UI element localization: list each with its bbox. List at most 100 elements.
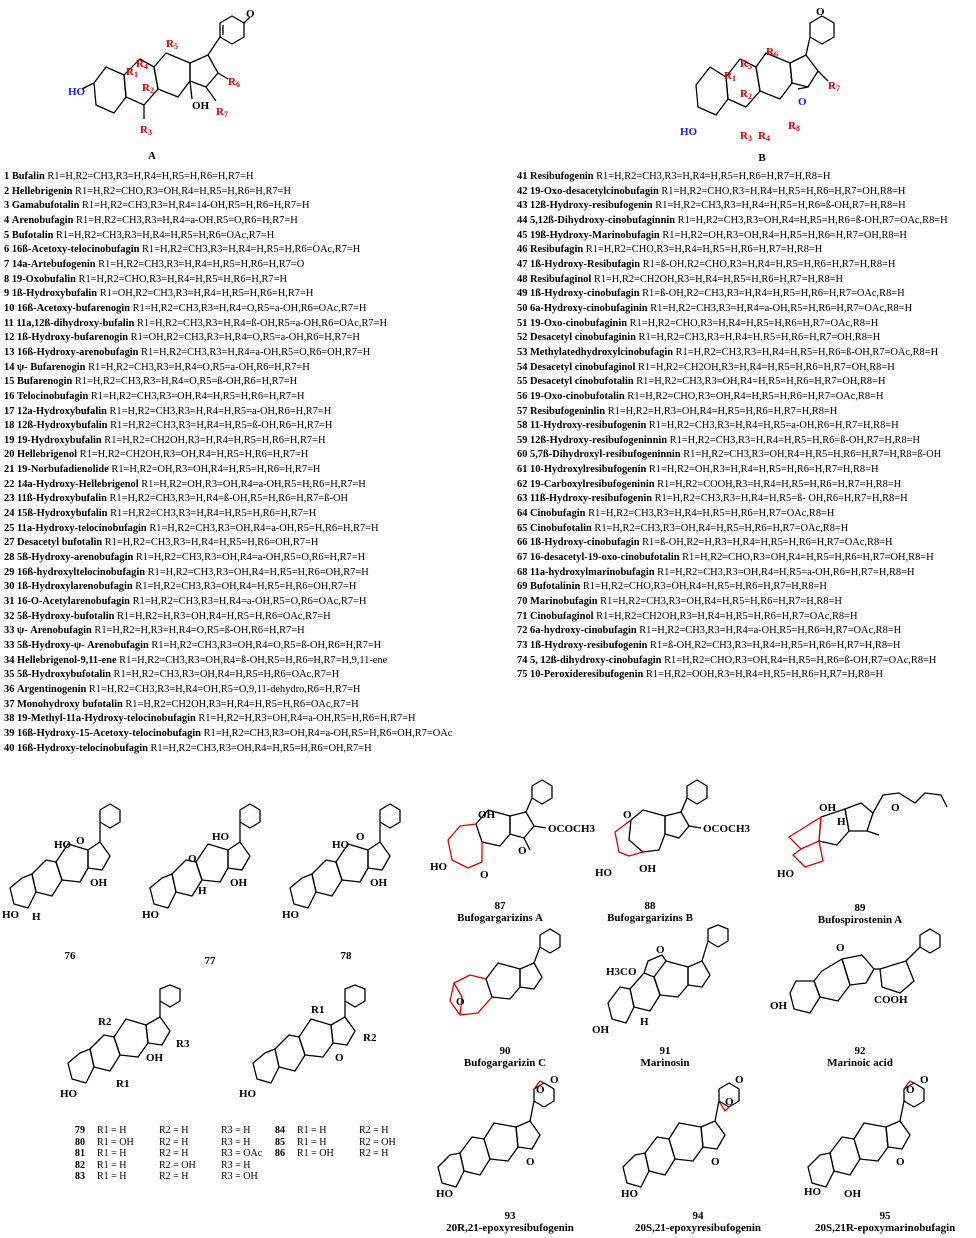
compound-substituents: R1=ß-OH,R2=CH3,R3=H,R4=H,R5=H,R6=H,R7=H,… xyxy=(650,640,901,651)
svg-text:O: O xyxy=(891,802,900,814)
compound-number: 61 xyxy=(517,464,528,476)
compound-list-row: 71 Cinobufaginol R1=H,R2=CH2OH,R3=H,R4=H… xyxy=(517,610,948,625)
compound-list-row: 28 5ß-Hydroxy-arenobufagin R1=H,R2=CH3,R… xyxy=(4,551,452,566)
compound-name: Hellebrigenol-9,11-ene xyxy=(17,654,117,666)
compound-substituents: R1=OH,R2=CH3,R3=H,R4=O,R5=a-OH,R6=H,R7=H xyxy=(130,332,360,344)
svg-text:O: O xyxy=(906,1084,915,1096)
compound-84-86-structure: R1 R2 O HO xyxy=(239,984,377,1100)
compound-number: 70 xyxy=(517,596,528,608)
substituent-value: R1 = H xyxy=(97,1159,127,1171)
compound-name: 14a-Artebufogenin xyxy=(11,258,96,270)
compound-79-83-structure: R2 R3 OH HO R1 xyxy=(60,984,190,1100)
svg-text:HO: HO xyxy=(212,831,230,843)
compound-list-row: 47 1ß-Hydroxy-Resibufagin R1=ß-OH,R2=CHO… xyxy=(517,258,948,273)
compound-substituents: R1=H,R2=CHO,R3=H,R4=H,R5=H,R6=H,R7=H,R8=… xyxy=(585,244,823,256)
compound-name: 16ß-Hydroxy-15-Acetoxy-telocinobufagin xyxy=(17,727,201,739)
compound-88-name: Bufogargarizins B xyxy=(607,912,693,924)
svg-text:O: O xyxy=(335,1052,344,1064)
compound-substituents: R1=H,R2=CH2OH,R3=H,R4=H,R5=H,R6=OAc,R7=H xyxy=(125,698,359,710)
compound-list-row: 60 5,7ß-Dihydroxyl-resibufogeninnin R1=H… xyxy=(517,448,948,463)
compound-substituents: R1=H,R2=CH3,R3=H,R4=H,R5=H,R6=H,R7=O xyxy=(98,258,305,270)
compound-number: 12 xyxy=(4,332,15,344)
compound-number: 58 xyxy=(517,420,528,432)
compound-number: 73 xyxy=(517,640,528,651)
svg-text:H: H xyxy=(640,1016,649,1028)
svg-text:COOH: COOH xyxy=(874,994,908,1006)
compound-list-row: 38 19-Methyl-11a-Hydroxy-telocinobufagin… xyxy=(4,712,452,727)
compound-list-row: 63 11ß-Hydroxy-resibufogenin R1=H,R2=CH3… xyxy=(517,492,948,507)
compound-list-row: 21 19-Norbufadienolide R1=H,R2=OH,R3=OH,… xyxy=(4,463,452,478)
compound-list-row: 18 12ß-Hydroxybufalin R1=H,R2=CH3,R3=H,R… xyxy=(4,419,452,434)
compound-substituents: R1=H,R2=CH3,R3=OH,R4=H,R5=H,R6=H,R7=H xyxy=(90,390,305,402)
compound-number: 9 xyxy=(4,288,10,300)
compound-name: ψ- Bufarenogin xyxy=(17,361,86,373)
compound-list-row: 49 1ß-Hydroxy-cinobufagin R1=ß-OH,R2=CH3… xyxy=(517,287,948,302)
compound-number: 10 xyxy=(4,302,15,314)
label-r5: R5 xyxy=(740,58,752,71)
compound-list-row: 33 5ß-Hydroxy-ψ- Arenobufagin R1=H,R2=CH… xyxy=(4,639,452,654)
compound-number: 30 xyxy=(4,581,15,593)
compound-list-b: 41 Resibufogenin R1=H,R2=CH3,R3=H,R4=H,R… xyxy=(517,170,948,683)
compound-list-row: 44 5,12ß-Dihydroxy-cinobufaginnin R1=H,R… xyxy=(517,214,948,229)
label-r2: R2 xyxy=(740,88,752,101)
compound-number: 40 xyxy=(4,742,15,754)
compound-number: 4 xyxy=(4,214,10,226)
compound-substituents: R1=H,R2=CH3,R3=H,R4=H,R5=a-OH,R6=H,R7=H xyxy=(109,405,332,417)
compound-list-row: 30 1ß-Hydroxylarenobufagin R1=H,R2=CH3,R… xyxy=(4,580,452,595)
compound-number: 55 xyxy=(517,376,528,388)
compound-90-name: Bufogargarizin C xyxy=(463,1057,547,1069)
compound-number: 7 xyxy=(4,258,10,270)
compound-number: 54 xyxy=(517,361,528,373)
compound-list-row: 74 5, 12ß-dihydroxy-cinobufagin R1=H,R2=… xyxy=(517,654,948,669)
compound-number: 69 xyxy=(517,581,528,593)
svg-text:HO: HO xyxy=(332,839,350,851)
compound-number: 60 xyxy=(517,449,528,461)
compound-name: Arenobufagin xyxy=(11,214,74,226)
compound-substituents: R1=H,R2=CH3,R3=OH,R4=H,R5=H,R6=H,R7=H,R8… xyxy=(600,596,842,608)
svg-text:R2: R2 xyxy=(363,1032,377,1044)
compound-list-row: 6 16ß-Acetoxy-telocinobufagin R1=H,R2=CH… xyxy=(4,243,452,258)
svg-text:HO: HO xyxy=(595,867,613,879)
compound-list-row: 1 Bufalin R1=H,R2=CH3,R3=H,R4=H,R5=H,R6=… xyxy=(4,170,452,185)
svg-text:OH: OH xyxy=(770,1000,788,1012)
compound-name: Bufarenogin xyxy=(17,376,73,388)
substituent-value: R1 = H xyxy=(97,1171,127,1182)
label-r4: R4 xyxy=(758,130,770,143)
compound-substituents: R1=H,R2=CHO,R3=H,R4=H,R5=H,R6=H,R7=OH,R8… xyxy=(661,185,906,197)
compound-number: 49 xyxy=(517,288,528,300)
svg-text:R1: R1 xyxy=(116,1078,129,1090)
compound-name: 1ß-Hydroxy-cinobufagin xyxy=(530,288,640,300)
svg-text:OH: OH xyxy=(146,1052,164,1064)
compound-substituents: R1=H,R2=CH3,R3=OH,R4=H,R5=H,R6=H,R7=H,R8… xyxy=(683,449,942,461)
compound-89-structure: OH HO O H xyxy=(777,792,948,880)
compound-name: Argentinogenin xyxy=(17,683,87,695)
compound-87-name: Bufogargarizins A xyxy=(457,912,543,924)
compound-name: 1ß-Hydroxy-cinobufagin xyxy=(530,537,640,549)
substituent-value: R2 = H xyxy=(159,1136,189,1148)
compound-name: 1ß-Hydroxybufalin xyxy=(11,288,98,300)
compound-list-row: 3 Gamabufotalin R1=H,R2=CH3,R3=H,R4=14-O… xyxy=(4,199,452,214)
compound-name: 5ß-Hydroxy-arenobufagin xyxy=(17,552,134,564)
compound-name: 16-desacetyl-19-oxo-cinobufotalin xyxy=(530,552,680,564)
svg-text:H: H xyxy=(198,885,207,897)
compound-substituents: R1=H,R2=CH3,R3=H,R4=H,R5=ß- OH,R6=H,R7=H… xyxy=(654,493,908,505)
compound-number: 79 xyxy=(75,1125,85,1136)
svg-text:O: O xyxy=(356,831,365,843)
svg-text:H3CO: H3CO xyxy=(606,966,637,978)
label-r6: R6 xyxy=(228,76,240,89)
compound-name: 19-Oxobufalin xyxy=(11,273,76,285)
compound-name: Monohydroxy bufotalin xyxy=(17,698,123,710)
svg-text:OH: OH xyxy=(478,809,496,821)
compound-number: 8 xyxy=(4,273,10,285)
compound-list-row: 10 16ß-Acetoxy-bufarenogin R1=H,R2=CH3,R… xyxy=(4,302,452,317)
svg-text:HO: HO xyxy=(239,1088,257,1100)
svg-text:O: O xyxy=(536,1084,545,1096)
compound-substituents: R1=H,R2=CHO,R3=OH,R4=H,R5=H,R6=ß-OH,R7=O… xyxy=(664,654,937,666)
compound-number: 19 xyxy=(4,434,15,446)
compound-name: 14a-Hydroxy-Hellebrigenol xyxy=(17,478,139,490)
compound-substituents: R1=H,R2=CH3,R3=H,R4=a-OH,R5=O,R6=OH,R7=H xyxy=(141,346,371,358)
compound-number: 50 xyxy=(517,302,528,314)
svg-text:O: O xyxy=(920,1074,929,1086)
svg-text:OCOCH3: OCOCH3 xyxy=(548,823,596,835)
compound-name: 19ß-Hydroxy-Marinobufagin xyxy=(530,229,660,241)
